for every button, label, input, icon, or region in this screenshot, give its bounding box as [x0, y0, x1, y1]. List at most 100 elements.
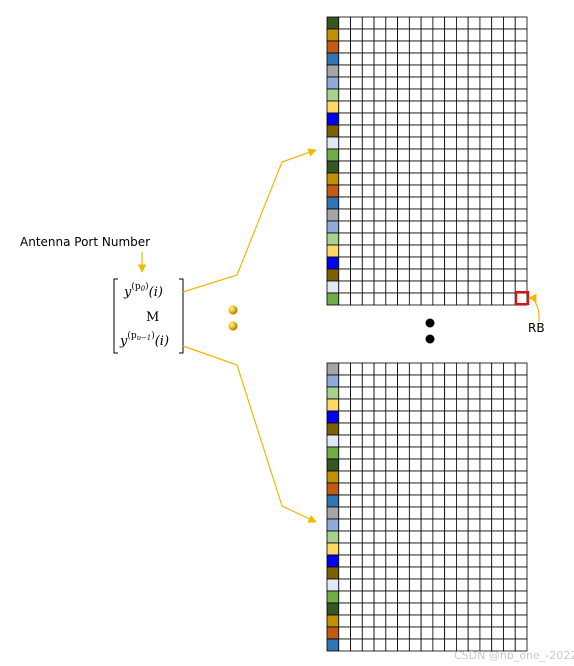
grid-cell: [350, 184, 363, 198]
grid-cell: [503, 554, 516, 568]
grid-cell: [350, 64, 363, 78]
grid-cell: [408, 530, 422, 544]
grid-cell: [479, 100, 493, 114]
grid-cell: [338, 518, 351, 532]
grid-cell: [479, 280, 493, 294]
grid-cell: [456, 578, 469, 592]
grid-cell: [432, 16, 446, 30]
grid-cell: [361, 232, 375, 246]
grid-cell: [467, 220, 481, 234]
grid-cell: [514, 626, 528, 640]
grid-cell: [408, 626, 422, 640]
grid-cell: [503, 244, 516, 258]
grid-cell: [467, 566, 481, 580]
grid-cell: [503, 160, 516, 174]
grid-cell: [350, 518, 363, 532]
grid-cell: [456, 196, 469, 210]
grid-cell: [397, 374, 410, 388]
grid-cell: [338, 160, 351, 174]
grid-cell: [420, 52, 434, 66]
grid-cell: [385, 160, 398, 174]
grid-cell: [456, 184, 469, 198]
grid-cell: [361, 578, 375, 592]
grid-cell: [385, 220, 398, 234]
grid-cell: [432, 566, 446, 580]
grid-cell: [444, 434, 457, 448]
grid-cell: [408, 100, 422, 114]
grid-cell: [467, 244, 481, 258]
grid-cell: [491, 578, 504, 592]
grid-cell: [503, 184, 516, 198]
grid-cell: [467, 160, 481, 174]
grid-cell: [420, 458, 434, 472]
grid-cell: [350, 626, 363, 640]
grid-cell: [350, 578, 363, 592]
grid-cell: [456, 482, 469, 496]
grid-cell: [456, 566, 469, 580]
grid-cell: [467, 554, 481, 568]
grid-cell: [467, 280, 481, 294]
grid-cell-colored: [326, 268, 340, 282]
grid-cell: [408, 434, 422, 448]
grid-cell: [350, 208, 363, 222]
left-bracket: [113, 278, 118, 354]
grid-cell: [385, 578, 398, 592]
grid-cell: [456, 422, 469, 436]
grid-cell: [491, 434, 504, 448]
grid-cell: [503, 220, 516, 234]
grid-cell: [467, 434, 481, 448]
grid-cell: [420, 76, 434, 90]
grid-cell: [456, 434, 469, 448]
grid-cell: [420, 16, 434, 30]
grid-cell: [397, 256, 410, 270]
grid-cell: [479, 518, 493, 532]
grid-cell: [444, 100, 457, 114]
grid-cell: [456, 554, 469, 568]
grid-cell: [373, 148, 387, 162]
grid-cell: [456, 76, 469, 90]
grid-cell: [420, 626, 434, 640]
grid-cell: [503, 446, 516, 460]
grid-cell: [361, 494, 375, 508]
grid-cell: [373, 470, 387, 484]
grid-cell: [420, 590, 434, 604]
grid-cell: [361, 28, 375, 42]
grid-cell: [514, 220, 528, 234]
grid-cell: [385, 506, 398, 520]
grid-cell: [420, 506, 434, 520]
grid-cell-colored: [326, 196, 340, 210]
grid-cell: [385, 172, 398, 186]
connector-arrow-top: [182, 148, 317, 293]
grid-cell: [420, 638, 434, 652]
grid-cell: [397, 638, 410, 652]
grid-cell: [467, 602, 481, 616]
grid-cell-colored: [326, 614, 340, 628]
grid-cell: [420, 494, 434, 508]
grid-cell: [503, 386, 516, 400]
grid-cell: [397, 172, 410, 186]
grid-cell: [338, 470, 351, 484]
grid-cell: [338, 434, 351, 448]
grid-cell: [397, 446, 410, 460]
grid-cell: [514, 554, 528, 568]
grid-cell: [467, 470, 481, 484]
grid-cell: [338, 148, 351, 162]
grid-cell: [420, 374, 434, 388]
grid-cell: [479, 458, 493, 472]
grid-cell: [479, 482, 493, 496]
grid-cell: [467, 76, 481, 90]
grid-cell: [338, 374, 351, 388]
grid-cell: [456, 112, 469, 126]
grid-cell: [408, 566, 422, 580]
grid-cell: [408, 590, 422, 604]
grid-cell: [385, 16, 398, 30]
grid-cell: [444, 52, 457, 66]
grid-cell: [420, 434, 434, 448]
grid-cell: [397, 76, 410, 90]
grid-cell: [432, 614, 446, 628]
grid-cell: [338, 362, 351, 376]
grid-cell: [456, 256, 469, 270]
grid-cell: [420, 196, 434, 210]
grid-cell: [514, 494, 528, 508]
